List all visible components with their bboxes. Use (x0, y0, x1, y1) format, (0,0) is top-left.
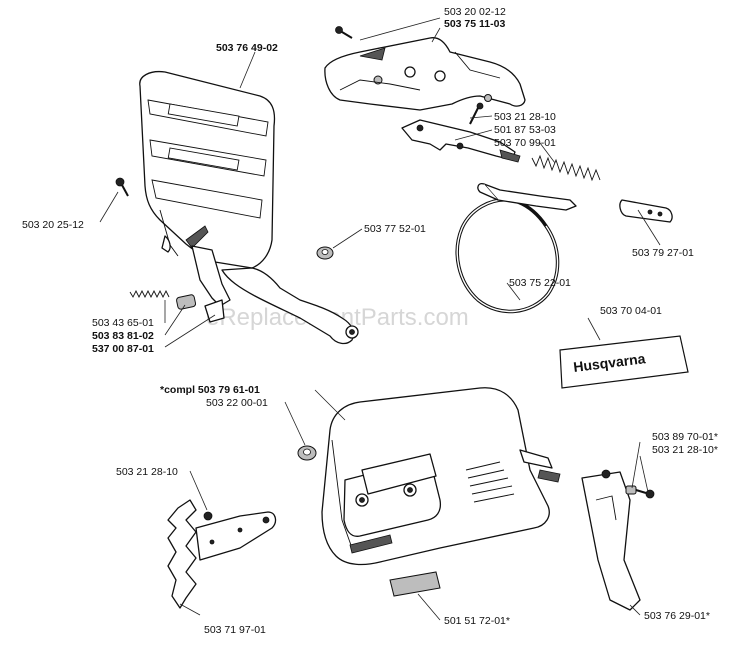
label-503-21-28-10-top: 503 21 28-10 (494, 111, 556, 123)
part-labels: 503 20 02-12 503 75 11-03 503 76 49-02 5… (22, 6, 718, 636)
brake-spring (531, 154, 601, 182)
cover-nut (297, 445, 317, 461)
label-501-87-53-03: 501 87 53-03 (494, 124, 556, 136)
label-503-83-81-02: 503 83 81-02 (92, 330, 154, 342)
clutch-cover (321, 387, 561, 566)
label-503-21-28-10-star: 503 21 28-10* (652, 444, 718, 456)
pin-small (469, 102, 484, 125)
cover-pad (389, 571, 441, 597)
nut-guard (316, 246, 334, 260)
label-503-76-49-02: 503 76 49-02 (216, 42, 278, 54)
label-503-20-25-12: 503 20 25-12 (22, 219, 84, 231)
brake-band (455, 182, 577, 314)
label-503-77-52-01: 503 77 52-01 (364, 223, 426, 235)
label-503-75-11-03: 503 75 11-03 (444, 18, 505, 30)
front-hand-guard (139, 70, 359, 345)
spring-sleeve-parts (129, 289, 225, 323)
bumper-spike (167, 499, 277, 609)
brake-lever (161, 225, 231, 307)
label-503-20-02-12: 503 20 02-12 (444, 6, 506, 18)
label-503-89-70-01: 503 89 70-01* (652, 431, 718, 443)
brake-lever-link (401, 119, 521, 163)
screw-left (115, 177, 129, 197)
label-503-43-65-01: 503 43 65-01 (92, 317, 154, 329)
label-501-51-72-01: 501 51 72-01* (444, 615, 510, 627)
leader-lines (99, 17, 661, 621)
label-503-75-22-01: 503 75 22-01 (509, 277, 571, 289)
brake-bracket (324, 37, 526, 111)
husqvarna-decal: Husqvarna (559, 335, 689, 389)
label-503-21-28-10-bottom: 503 21 28-10 (116, 466, 178, 478)
label-503-76-29-01: 503 76 29-01* (644, 610, 710, 622)
label-503-71-97-01: 503 71 97-01 (204, 624, 266, 636)
chain-catcher (581, 471, 641, 611)
label-503-79-27-01: 503 79 27-01 (632, 247, 694, 259)
screw-top (335, 26, 353, 39)
label-503-70-99-01: 503 70 99-01 (494, 137, 556, 149)
label-compl-503-79-61-01: *compl 503 79 61-01 (160, 384, 260, 396)
brake-cover-small (619, 199, 673, 223)
label-503-70-04-01: 503 70 04-01 (600, 305, 662, 317)
label-537-00-87-01: 537 00 87-01 (92, 343, 154, 355)
cover-vents (465, 461, 515, 503)
label-503-22-00-01: 503 22 00-01 (206, 397, 268, 409)
